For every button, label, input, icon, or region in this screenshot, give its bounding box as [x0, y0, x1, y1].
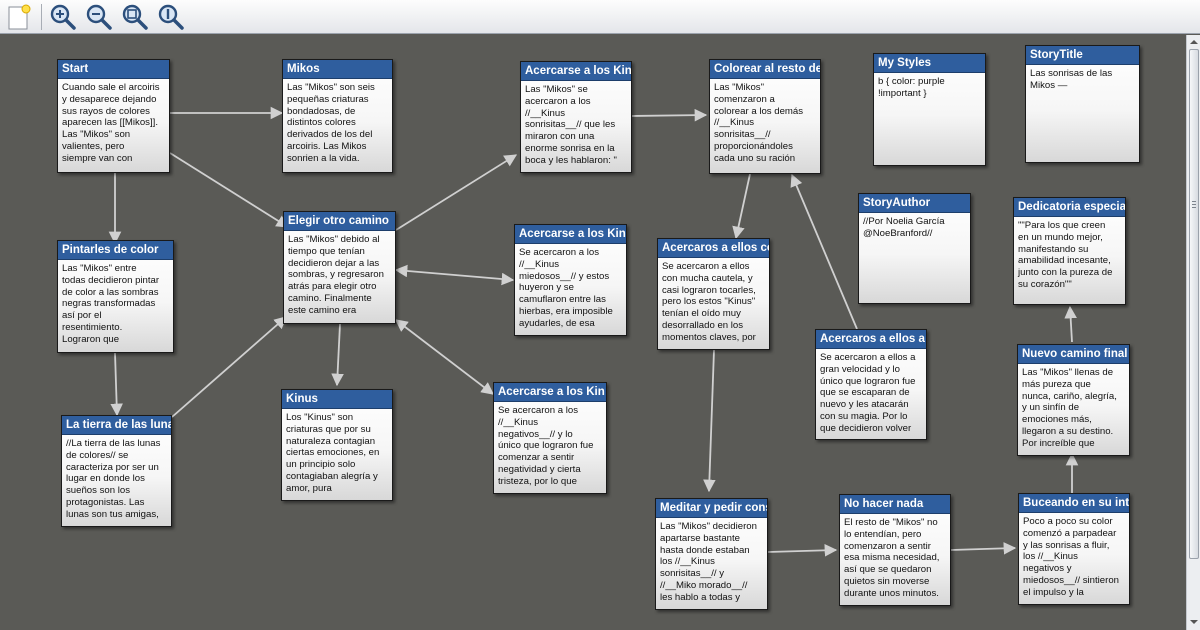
passage-colorear[interactable]: Colorear al resto de Las "Mikos" comenza… — [709, 59, 821, 174]
passage-title: La tierra de las luna — [62, 416, 171, 435]
zoom-in-icon — [50, 4, 76, 30]
passage-acercarse-kinus-negativos[interactable]: Acercarse a los Kin Se acercaron a los /… — [493, 382, 607, 494]
link-elegir-acercarse3 — [394, 319, 495, 395]
passage-dedicatoria[interactable]: Dedicatoria especia ""Para los que creen… — [1013, 197, 1126, 305]
passage-excerpt: Las "Mikos" llenas de más pureza que nun… — [1022, 367, 1117, 449]
story-map-canvas[interactable]: Start Cuando sale el arcoiris y desapare… — [0, 35, 1186, 630]
passage-title: Acercaros a ellos a — [816, 330, 926, 349]
passage-excerpt: El resto de "Mikos" no lo entendían, per… — [844, 517, 940, 599]
passage-excerpt: Las "Mikos" comenzaron a colorear a los … — [714, 82, 804, 164]
passage-links — [108, 106, 1079, 557]
passage-excerpt: Las "Mikos" debido al tiempo que tenían … — [288, 234, 384, 316]
passage-title: Dedicatoria especia — [1014, 198, 1125, 217]
passage-acercaros-cautela[interactable]: Acercaros a ellos co Se acercaron a ello… — [657, 238, 770, 350]
scrollbar-grip — [1192, 201, 1196, 202]
passage-acercaros-velocidad[interactable]: Acercaros a ellos a Se acercaron a ellos… — [815, 329, 927, 440]
zoom-in-button[interactable] — [49, 3, 77, 31]
passage-excerpt: b { color: purple !important } — [878, 76, 945, 99]
passage-start[interactable]: Start Cuando sale el arcoiris y desapare… — [57, 59, 170, 173]
zoom-reset-button[interactable] — [157, 3, 185, 31]
passage-excerpt: Cuando sale el arcoiris y desaparece dej… — [62, 82, 160, 164]
zoom-fit-button[interactable] — [121, 3, 149, 31]
passage-title: Mikos — [283, 60, 392, 79]
passage-title: Acercarse a los Kin — [515, 225, 626, 244]
link-pintarles-tierra — [110, 352, 123, 417]
passage-acercarse-kinus-miedosos[interactable]: Acercarse a los Kin Se acercaron a los /… — [514, 224, 627, 336]
link-meditar-nohacer — [767, 544, 838, 557]
passage-title: Start — [58, 60, 169, 79]
passage-excerpt: Las sonrisas de las Mikos — — [1030, 68, 1113, 91]
new-passage-button[interactable] — [5, 3, 33, 31]
passage-meditar[interactable]: Meditar y pedir cons Las "Mikos" decidie… — [655, 498, 768, 610]
link-start-elegir — [169, 152, 290, 228]
vertical-scrollbar[interactable] — [1186, 35, 1200, 630]
passage-buceando[interactable]: Buceando en su inte Poco a poco su color… — [1018, 493, 1130, 605]
passage-title: Nuevo camino final — [1018, 345, 1129, 364]
passage-excerpt: Las "Mikos" son seis pequeñas criaturas … — [287, 82, 375, 164]
new-passage-icon — [8, 4, 31, 30]
passage-title: Kinus — [282, 390, 392, 409]
passage-excerpt: Los "Kinus" son criaturas que por su nat… — [286, 412, 380, 494]
passage-mikos[interactable]: Mikos Las "Mikos" son seis pequeñas cria… — [282, 59, 393, 173]
passage-title: Buceando en su inte — [1019, 494, 1129, 513]
passage-my-styles[interactable]: My Styles b { color: purple !important } — [873, 53, 986, 166]
passage-excerpt: Se acercaron a ellos con mucha cautela, … — [662, 261, 756, 343]
scrollbar-grip — [1192, 204, 1196, 205]
link-elegir-kinus — [331, 323, 344, 387]
passage-title: StoryTitle — [1026, 46, 1139, 65]
passage-excerpt: //La tierra de las lunas de colores// se… — [66, 438, 161, 520]
zoom-out-button[interactable] — [85, 3, 113, 31]
passage-excerpt: Se acercaron a los //__Kinus miedosos__/… — [519, 247, 613, 329]
passage-excerpt: //Por Noelia García @NoeBranford// — [863, 216, 945, 239]
passage-excerpt: Se acercaron a ellos a gran velocidad y … — [820, 352, 916, 434]
passage-excerpt: Poco a poco su color comenzó a parpadear… — [1023, 516, 1119, 598]
zoom-fit-icon — [122, 4, 148, 30]
link-tierra-elegir — [171, 316, 287, 418]
passage-story-title[interactable]: StoryTitle Las sonrisas de las Mikos — — [1025, 45, 1140, 163]
passage-pintarles[interactable]: Pintarles de color Las "Mikos" entre tod… — [57, 240, 174, 353]
passage-title: Colorear al resto de — [710, 60, 820, 79]
link-colorear-acercaros1 — [732, 173, 751, 240]
link-elegir-acercarse2 — [394, 264, 515, 286]
passage-no-hacer-nada[interactable]: No hacer nada El resto de "Mikos" no lo … — [839, 494, 951, 606]
passage-title: Meditar y pedir cons — [656, 499, 767, 518]
passage-title: Acercarse a los Kin — [494, 383, 606, 402]
passage-acercarse-kinus-sonrisitas[interactable]: Acercarse a los Kin Las "Mikos" se acerc… — [520, 61, 632, 173]
passage-title: Acercaros a ellos co — [658, 239, 769, 258]
zoom-reset-icon — [158, 4, 184, 30]
passage-elegir-otro-camino[interactable]: Elegir otro camino Las "Mikos" debido al… — [283, 211, 396, 324]
link-nuevo-dedicatoria — [1064, 305, 1077, 343]
scrollbar-grip — [1192, 207, 1196, 208]
passage-excerpt: ""Para los que creen en un mundo mejor, … — [1018, 220, 1113, 290]
passage-title: No hacer nada — [840, 495, 950, 514]
link-elegir-acercarse1 — [395, 154, 518, 231]
passage-excerpt: Se acercaron a los //__Kinus negativos__… — [498, 405, 594, 487]
passage-title: Elegir otro camino — [284, 212, 395, 231]
scroll-up-arrow-icon[interactable] — [1189, 37, 1199, 47]
passage-title: Pintarles de color — [58, 241, 173, 260]
passage-tierra-de-las-lunas[interactable]: La tierra de las luna //La tierra de las… — [61, 415, 172, 527]
passage-excerpt: Las "Mikos" decidieron apartarse bastant… — [660, 521, 757, 603]
toolbar-separator — [41, 4, 42, 30]
passage-nuevo-camino-final[interactable]: Nuevo camino final Las "Mikos" llenas de… — [1017, 344, 1130, 456]
toolbar — [0, 0, 1200, 34]
link-acercaros2-colorear — [790, 173, 858, 330]
passage-story-author[interactable]: StoryAuthor //Por Noelia García @NoeBran… — [858, 193, 971, 304]
link-acercaros1-meditar — [703, 349, 716, 493]
passage-title: Acercarse a los Kin — [521, 62, 631, 81]
zoom-out-icon — [86, 4, 112, 30]
passage-title: My Styles — [874, 54, 985, 73]
link-nohacer-buceando — [950, 542, 1017, 555]
passage-title: StoryAuthor — [859, 194, 970, 213]
link-acercarse1-colorear — [631, 108, 708, 122]
passage-excerpt: Las "Mikos" entre todas decidieron pinta… — [62, 263, 160, 345]
passage-excerpt: Las "Mikos" se acercaron a los //__Kinus… — [525, 84, 617, 166]
passage-kinus[interactable]: Kinus Los "Kinus" son criaturas que por … — [281, 389, 393, 501]
scrollbar-thumb[interactable] — [1189, 49, 1199, 559]
scroll-down-arrow-icon[interactable] — [1189, 617, 1199, 627]
